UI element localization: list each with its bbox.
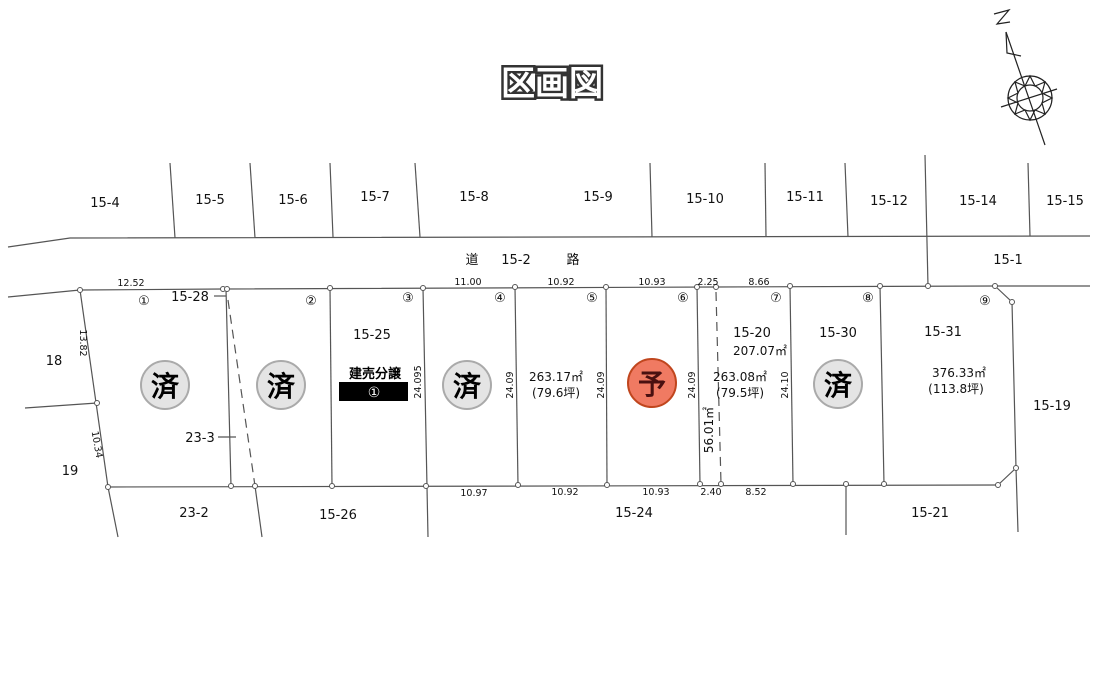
parcel-labels: 15-28 15-25 15-20 15-30 15-31 23-3 18 19… xyxy=(46,290,1071,523)
svg-text:263.17㎡: 263.17㎡ xyxy=(529,370,583,384)
svg-text:⑥: ⑥ xyxy=(677,291,689,306)
road-label: 路 xyxy=(566,252,579,268)
lot-lines xyxy=(7,285,1090,538)
svg-text:376.33㎡: 376.33㎡ xyxy=(932,366,986,380)
svg-text:15-25: 15-25 xyxy=(353,328,391,343)
svg-text:(113.8坪): (113.8坪) xyxy=(928,382,984,396)
svg-text:10.93: 10.93 xyxy=(638,277,665,288)
lot-label: 15-6 xyxy=(278,193,308,208)
svg-text:13.82: 13.82 xyxy=(77,329,88,356)
lot-label: 15-4 xyxy=(90,196,120,211)
lot-label: 15-12 xyxy=(870,194,908,209)
lot-label: 15-5 xyxy=(195,193,225,208)
svg-text:15-19: 15-19 xyxy=(1033,399,1071,414)
svg-text:10.93: 10.93 xyxy=(642,487,669,498)
svg-text:24.09: 24.09 xyxy=(596,371,607,398)
svg-text:18: 18 xyxy=(46,354,63,369)
page-title: 区画図 xyxy=(501,64,603,104)
svg-text:8.52: 8.52 xyxy=(745,487,766,498)
svg-text:23-3: 23-3 xyxy=(185,431,215,446)
svg-text:済: 済 xyxy=(267,370,296,403)
svg-text:15-28: 15-28 xyxy=(171,290,209,305)
lot-areas: 263.17㎡ (79.6坪) 263.08㎡ (79.5坪) 207.07㎡ … xyxy=(529,344,986,453)
svg-text:予: 予 xyxy=(638,368,666,401)
svg-text:11.00: 11.00 xyxy=(454,277,481,288)
svg-text:10.34: 10.34 xyxy=(89,430,105,459)
svg-text:8.66: 8.66 xyxy=(748,277,769,288)
built-for-sale-banner[interactable]: 建売分譲 ① xyxy=(339,366,408,401)
svg-text:③: ③ xyxy=(402,291,414,306)
lot-label: 15-11 xyxy=(786,190,824,205)
sold-badge[interactable]: 済 xyxy=(256,360,306,410)
road-code: 15-2 xyxy=(501,253,531,268)
svg-text:15-31: 15-31 xyxy=(924,325,962,340)
lot-numbers: ① ② ③ ④ ⑤ ⑥ ⑦ ⑧ ⑨ xyxy=(138,291,991,309)
svg-text:10.97: 10.97 xyxy=(460,488,487,499)
lot-label: 15-15 xyxy=(1046,194,1084,209)
north-arrow-icon xyxy=(993,8,1058,146)
lot-label: 15-10 xyxy=(686,192,724,207)
svg-text:済: 済 xyxy=(824,369,853,402)
svg-text:15-24: 15-24 xyxy=(615,506,653,521)
svg-text:24.095: 24.095 xyxy=(413,365,424,398)
svg-text:15-21: 15-21 xyxy=(911,506,949,521)
lot-label: 15-14 xyxy=(959,194,997,209)
svg-text:2.40: 2.40 xyxy=(700,487,721,498)
svg-text:15-30: 15-30 xyxy=(819,326,857,341)
top-lot-labels: 15-4 15-5 15-6 15-7 15-8 15-9 15-10 15-1… xyxy=(90,190,1084,211)
dimensions: 12.52 11.00 10.92 10.93 2.25 8.66 10.97 … xyxy=(77,277,791,499)
svg-text:済: 済 xyxy=(151,370,180,403)
top-lot-lines xyxy=(7,154,1091,287)
svg-text:2.25: 2.25 xyxy=(697,277,718,288)
svg-text:24.10: 24.10 xyxy=(780,371,791,398)
svg-text:24.09: 24.09 xyxy=(687,371,698,398)
svg-text:①: ① xyxy=(138,294,150,309)
parcel-label: 15-1 xyxy=(993,253,1023,268)
svg-text:56.01㎡: 56.01㎡ xyxy=(702,407,716,453)
svg-text:⑨: ⑨ xyxy=(979,294,991,309)
svg-text:15-20: 15-20 xyxy=(733,326,771,341)
svg-text:24.09: 24.09 xyxy=(505,371,516,398)
svg-text:10.92: 10.92 xyxy=(551,487,578,498)
svg-text:10.92: 10.92 xyxy=(547,277,574,288)
svg-text:④: ④ xyxy=(494,291,506,306)
sold-badge[interactable]: 済 xyxy=(442,360,492,410)
reserved-badge[interactable]: 予 xyxy=(627,358,677,408)
svg-text:(79.5坪): (79.5坪) xyxy=(716,386,764,400)
svg-text:23-2: 23-2 xyxy=(179,506,209,521)
svg-text:②: ② xyxy=(305,294,317,309)
svg-text:⑦: ⑦ xyxy=(770,291,782,306)
svg-text:(79.6坪): (79.6坪) xyxy=(532,386,580,400)
svg-text:12.52: 12.52 xyxy=(117,278,144,289)
svg-text:⑧: ⑧ xyxy=(862,291,874,306)
survey-points xyxy=(77,283,1019,490)
svg-text:建売分譲: 建売分譲 xyxy=(349,366,402,382)
svg-text:⑤: ⑤ xyxy=(586,291,598,306)
svg-text:15-26: 15-26 xyxy=(319,508,357,523)
lot-label: 15-9 xyxy=(583,190,613,205)
lot-label: 15-7 xyxy=(360,190,390,205)
svg-text:19: 19 xyxy=(62,464,79,479)
svg-text:207.07㎡: 207.07㎡ xyxy=(733,344,787,358)
lot-label: 15-8 xyxy=(459,190,489,205)
sold-badge[interactable]: 済 xyxy=(813,359,863,409)
svg-text:263.08㎡: 263.08㎡ xyxy=(713,370,767,384)
sold-badge[interactable]: 済 xyxy=(140,360,190,410)
road-label: 道 xyxy=(465,253,478,268)
svg-text:済: 済 xyxy=(453,370,482,403)
svg-text:①: ① xyxy=(368,385,381,401)
